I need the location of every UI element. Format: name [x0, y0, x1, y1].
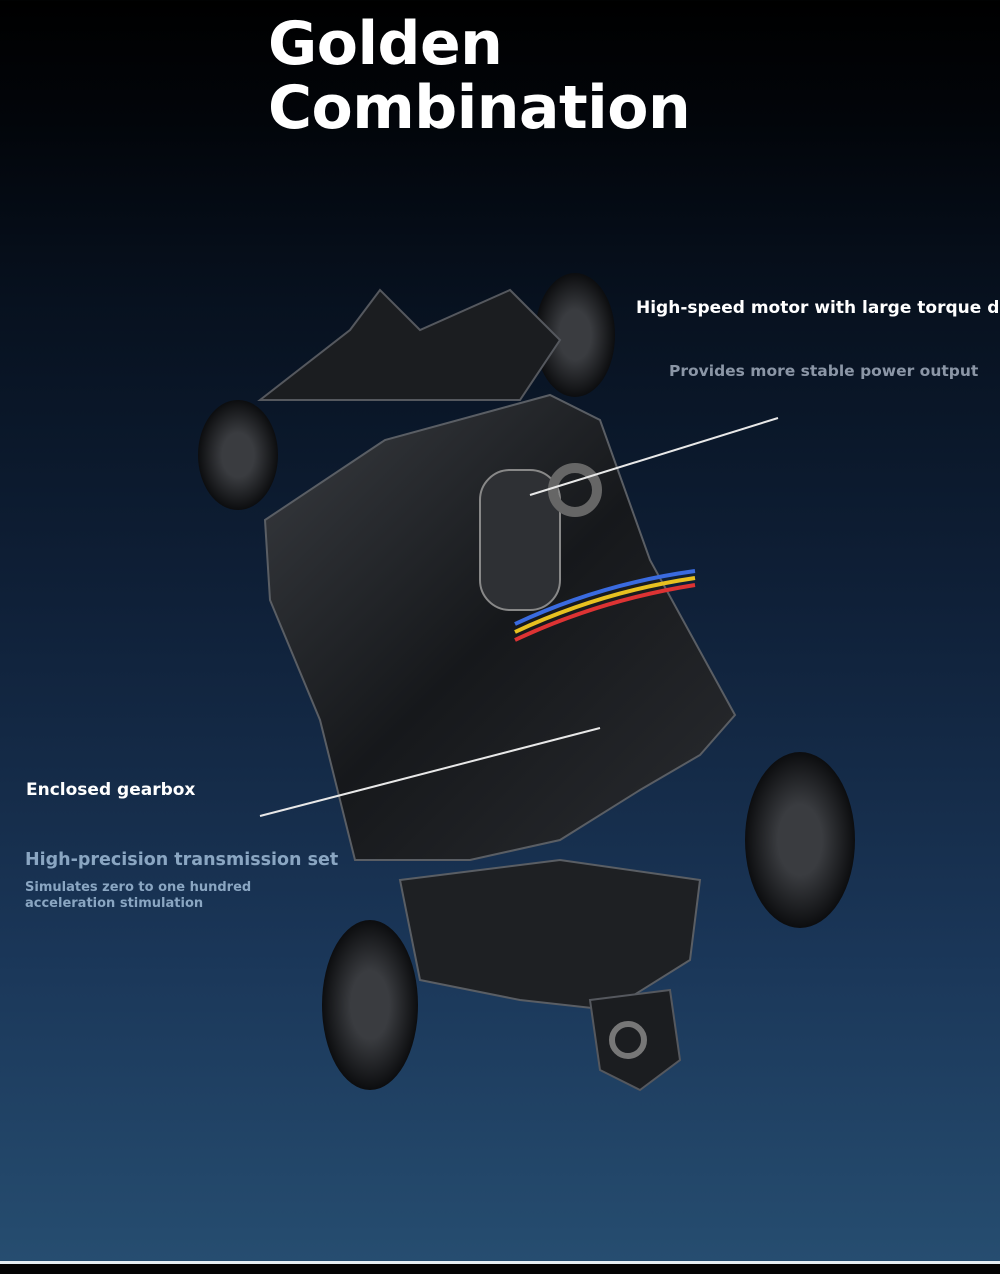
wheel-front-left: [198, 400, 278, 510]
transmission-callout-title: High-precision transmission set: [25, 850, 339, 870]
wheel-rear-right: [745, 752, 855, 928]
title-line-1: Golden: [268, 9, 503, 79]
chassis-body: [263, 393, 737, 861]
motor-callout-title: High-speed motor with large torque drive: [636, 298, 1000, 318]
title-line-2: Combination: [268, 73, 691, 143]
motor-callout-line: [529, 417, 779, 496]
bottom-bar: [0, 1264, 1000, 1274]
transmission-callout-subtitle: Simulates zero to one hundred accelerati…: [25, 880, 252, 911]
bottom-divider: [0, 1261, 1000, 1264]
gearbox-callout-title: Enclosed gearbox: [26, 780, 196, 800]
rear-gearbox: [398, 858, 702, 1012]
wheel-front-right: [535, 273, 615, 397]
rear-mount: [588, 988, 682, 1092]
page-title: Golden Combination: [268, 9, 691, 143]
motor-callout-subtitle: Provides more stable power output: [669, 362, 979, 380]
gearbox-callout-line: [259, 727, 601, 817]
wheel-rear-left: [322, 920, 418, 1090]
motor: [479, 469, 561, 611]
wires: [514, 569, 696, 642]
front-suspension: [257, 288, 562, 401]
